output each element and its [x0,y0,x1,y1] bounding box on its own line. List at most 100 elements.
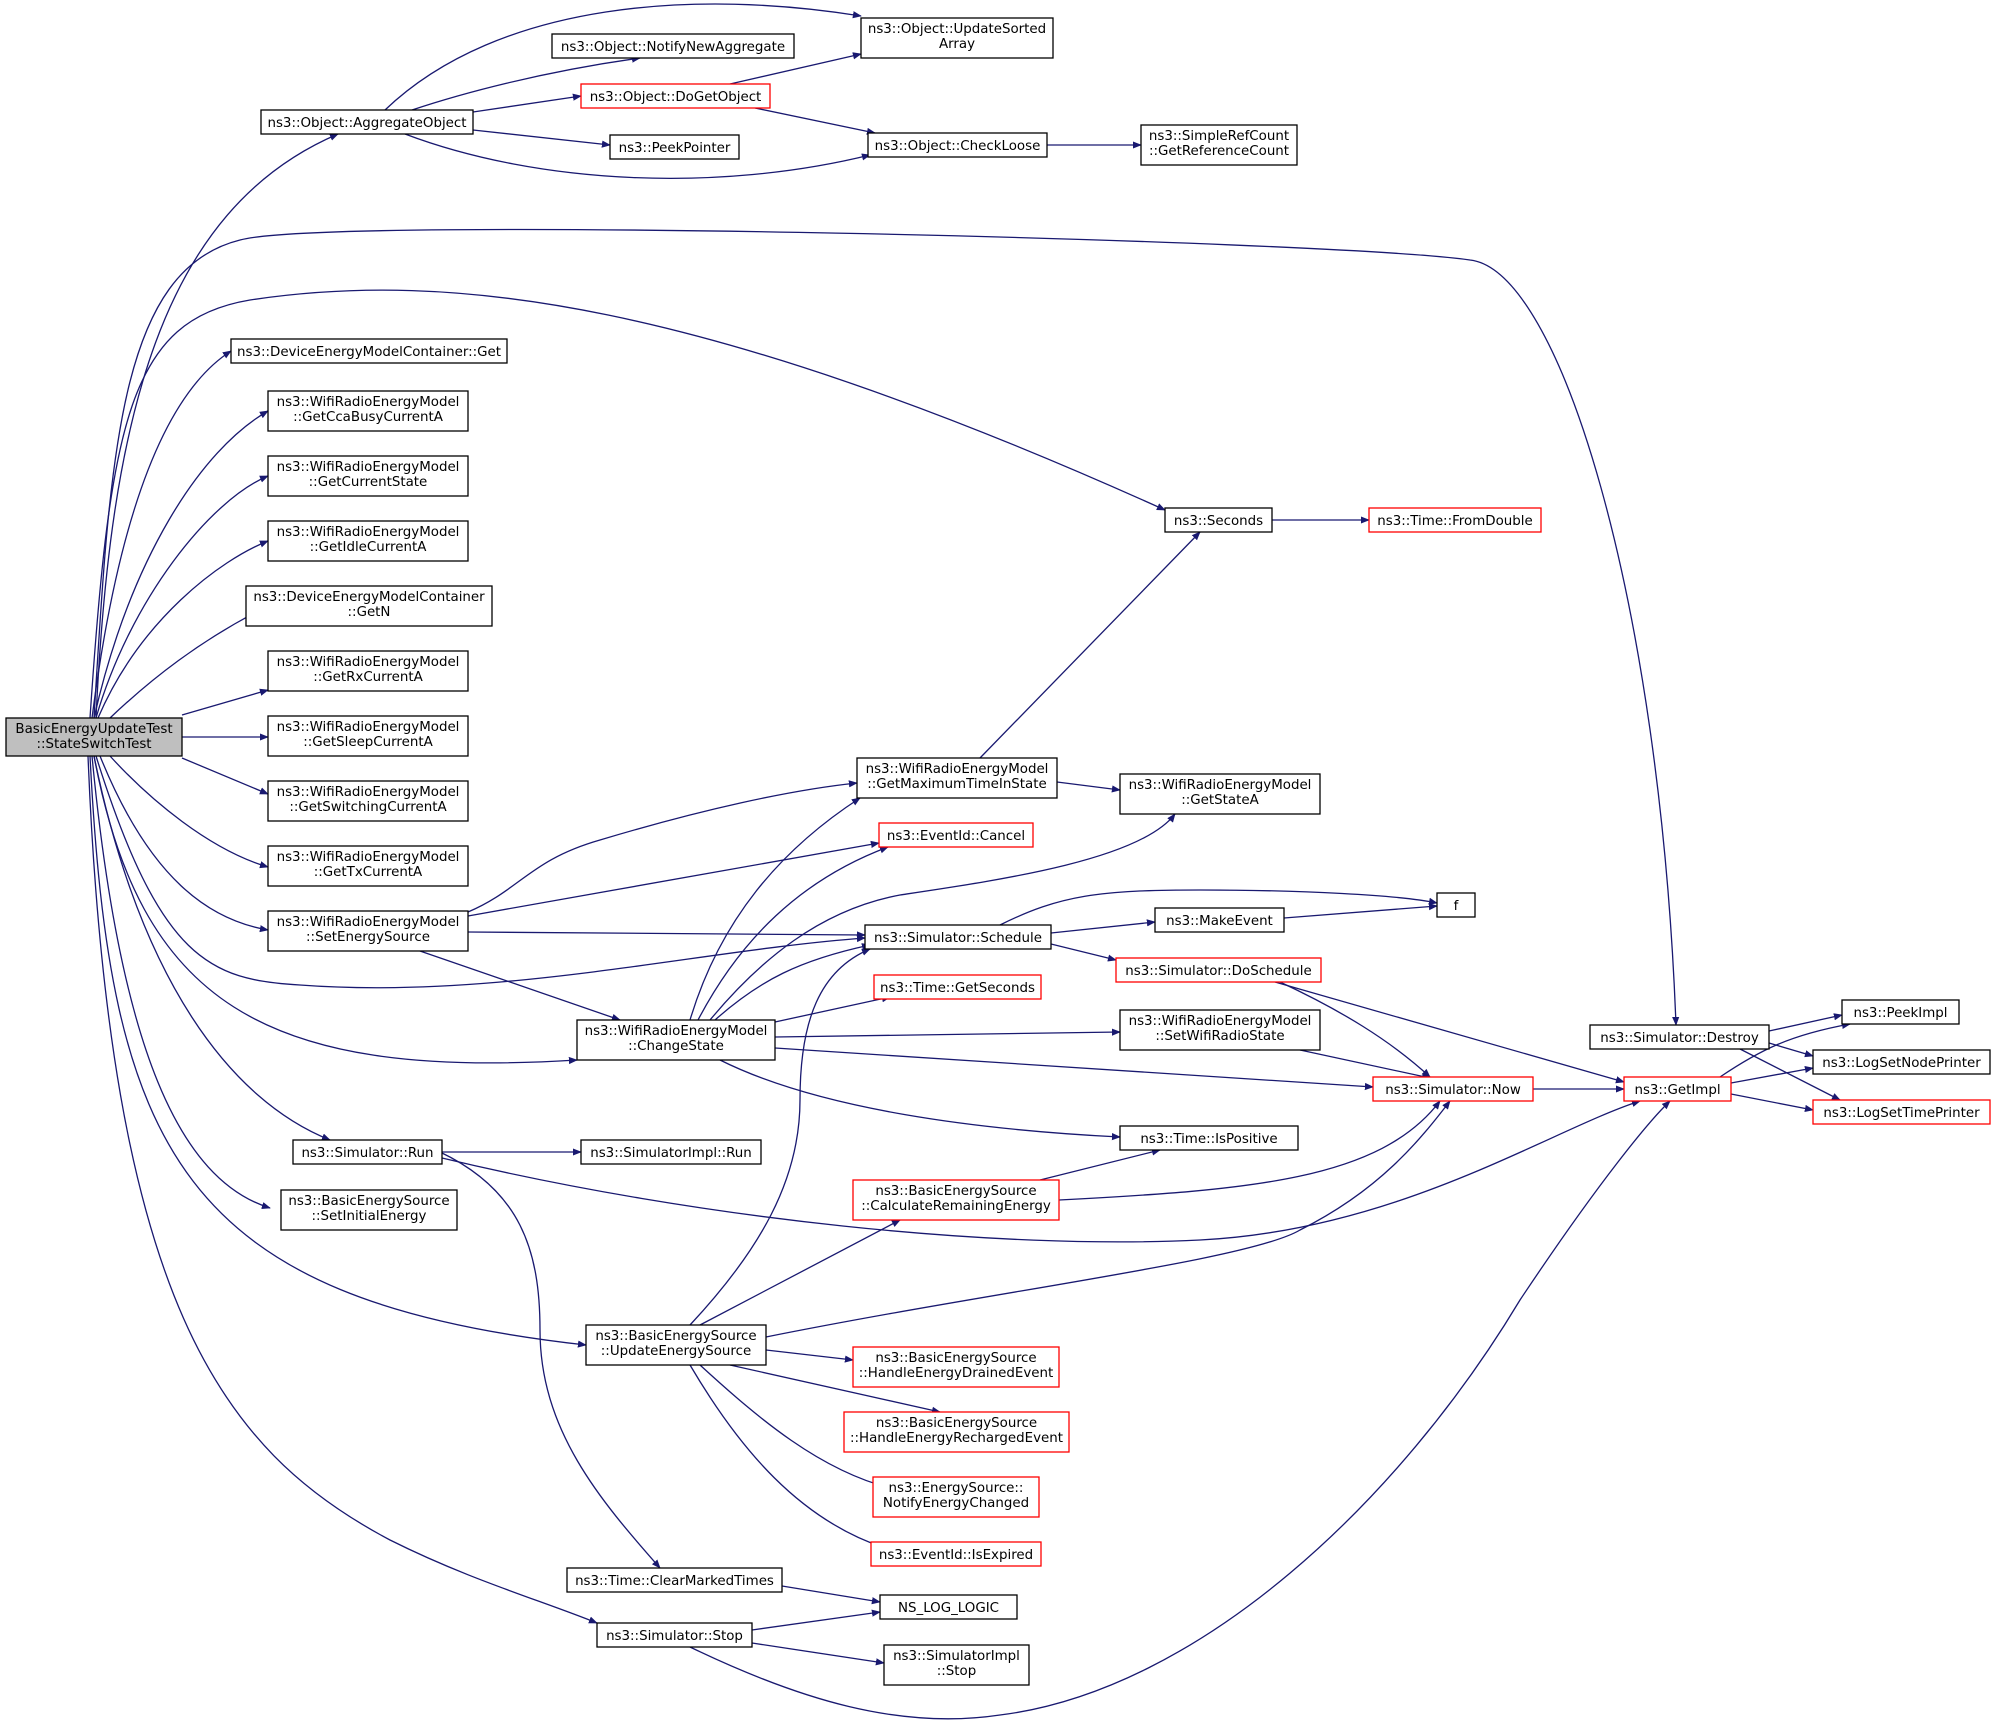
node-f[interactable]: f [1436,892,1476,918]
node-demcGetN[interactable]: ns3::DeviceEnergyModelContainer::GetN [245,585,493,627]
node-setWifiRadioState[interactable]: ns3::WifiRadioEnergyModel::SetWifiRadioS… [1119,1009,1321,1051]
node-label: ::GetCcaBusyCurrentA [293,410,444,425]
edge-simStop-to-nsLogLogic [751,1609,881,1631]
node-changeState[interactable]: ns3::WifiRadioEnergyModel::ChangeState [576,1019,776,1061]
node-getCurrentState[interactable]: ns3::WifiRadioEnergyModel::GetCurrentSta… [267,455,469,497]
node-getSleep[interactable]: ns3::WifiRadioEnergyModel::GetSleepCurre… [267,715,469,757]
edge-updateES-to-now [765,1100,1451,1338]
node-root[interactable]: BasicEnergyUpdateTest::StateSwitchTest [5,717,183,757]
node-handleRecharged[interactable]: ns3::BasicEnergySource::HandleEnergyRech… [843,1411,1070,1453]
node-makeEvent[interactable]: ns3::MakeEvent [1154,907,1285,933]
node-getSeconds[interactable]: ns3::Time::GetSeconds [873,974,1042,1000]
node-nsLogLogic[interactable]: NS_LOG_LOGIC [879,1594,1018,1620]
edge-root-to-demcGetN [109,605,269,719]
node-doSchedule[interactable]: ns3::Simulator::DoSchedule [1115,957,1322,983]
node-getSwitching[interactable]: ns3::WifiRadioEnergyModel::GetSwitchingC… [267,780,469,822]
node-label: ::GetRxCurrentA [313,670,423,685]
node-isPositive[interactable]: ns3::Time::IsPositive [1119,1125,1299,1151]
node-box [1164,507,1273,533]
node-label: ns3::BasicEnergySource [875,1351,1036,1366]
node-box [580,1139,762,1165]
node-label: ns3::Time::ClearMarkedTimes [575,1574,774,1589]
node-handleDrained[interactable]: ns3::BasicEnergySource::HandleEnergyDrai… [852,1346,1060,1388]
node-label: ns3::EventId::Cancel [887,829,1025,844]
edge-line [89,289,1166,719]
edge-line [441,1100,1641,1243]
node-label: Array [939,37,975,52]
node-getIdle[interactable]: ns3::WifiRadioEnergyModel::GetIdleCurren… [267,520,469,562]
node-seconds[interactable]: ns3::Seconds [1164,507,1273,533]
node-box [1589,1024,1770,1050]
node-label: ns3::WifiRadioEnergyModel [277,525,460,540]
node-peekPointer[interactable]: ns3::PeekPointer [609,134,740,160]
node-label: ::UpdateEnergySource [601,1344,751,1359]
node-notifyNew[interactable]: ns3::Object::NotifyNewAggregate [551,33,795,59]
node-getTx[interactable]: ns3::WifiRadioEnergyModel::GetTxCurrentA [267,845,469,887]
node-box [1119,773,1321,815]
edge-changeState-to-setWifiRadioState [774,1028,1121,1038]
node-peekImpl[interactable]: ns3::PeekImpl [1841,999,1960,1025]
node-demcGet[interactable]: ns3::DeviceEnergyModelContainer::Get [230,338,508,364]
edge-line [95,475,269,719]
node-getImpl[interactable]: ns3::GetImpl [1623,1076,1732,1102]
node-isExpired[interactable]: ns3::EventId::IsExpired [870,1541,1042,1567]
node-label: ns3::Time::GetSeconds [880,981,1035,996]
node-simImplStop[interactable]: ns3::SimulatorImpl::Stop [883,1644,1030,1686]
node-checkLoose[interactable]: ns3::Object::CheckLoose [867,132,1048,158]
node-logTime[interactable]: ns3::LogSetTimePrinter [1812,1099,1991,1125]
node-box [566,1567,783,1593]
node-setInitial[interactable]: ns3::BasicEnergySource::SetInitialEnergy [280,1189,458,1231]
edge-root-to-changeState [93,755,578,1065]
node-label: ::SetWifiRadioState [1155,1029,1284,1044]
node-label: ::GetSleepCurrentA [303,735,433,750]
edge-line [181,757,269,795]
node-schedule[interactable]: ns3::Simulator::Schedule [864,924,1052,950]
node-updateES[interactable]: ns3::BasicEnergySource::UpdateEnergySour… [585,1324,767,1366]
node-simStop[interactable]: ns3::Simulator::Stop [596,1622,753,1648]
node-aggregate[interactable]: ns3::Object::AggregateObject [260,109,474,135]
edge-line [751,1609,881,1631]
node-getRefCount[interactable]: ns3::SimpleRefCount::GetReferenceCount [1140,124,1298,166]
node-label: ns3::Time::FromDouble [1377,514,1532,529]
edge-line [709,813,1176,1021]
edge-line [754,107,876,135]
node-calcRemaining[interactable]: ns3::BasicEnergySource::CalculateRemaini… [852,1179,1060,1221]
node-label: ns3::Object::AggregateObject [267,116,466,131]
node-box [576,1019,776,1061]
edge-root-to-seconds [89,289,1166,719]
node-box [883,1644,1030,1686]
node-getRx[interactable]: ns3::WifiRadioEnergyModel::GetRxCurrentA [267,650,469,692]
node-notifyChanged[interactable]: ns3::EnergySource::NotifyEnergyChanged [872,1476,1040,1518]
node-setEnergySource[interactable]: ns3::WifiRadioEnergyModel::SetEnergySour… [267,910,469,952]
edge-line [472,93,582,113]
edge-simStop-to-getImpl [689,1100,1671,1720]
node-destroy[interactable]: ns3::Simulator::Destroy [1589,1024,1770,1050]
edge-line [1274,981,1625,1084]
node-doGetObject[interactable]: ns3::Object::DoGetObject [580,83,771,109]
node-now[interactable]: ns3::Simulator::Now [1372,1076,1534,1102]
node-getMaxTime[interactable]: ns3::WifiRadioEnergyModel::GetMaximumTim… [856,757,1058,799]
node-label: ns3::EnergySource:: [889,1481,1024,1496]
node-box [1368,507,1542,533]
node-simRun[interactable]: ns3::Simulator::Run [292,1139,443,1165]
node-getCcaBusy[interactable]: ns3::WifiRadioEnergyModel::GetCcaBusyCur… [267,390,469,432]
node-clearMarked[interactable]: ns3::Time::ClearMarkedTimes [566,1567,783,1593]
node-logNode[interactable]: ns3::LogSetNodePrinter [1812,1049,1991,1075]
edge-line [1050,919,1156,934]
node-label: ns3::WifiRadioEnergyModel [277,395,460,410]
node-getStateA[interactable]: ns3::WifiRadioEnergyModel::GetStateA [1119,773,1321,815]
node-label: ns3::Object::DoGetObject [590,90,762,105]
edge-line [699,1364,891,1490]
edge-line [95,755,866,989]
node-cancel[interactable]: ns3::EventId::Cancel [878,822,1034,848]
edge-setWifiRadioState-to-now [1299,1049,1431,1080]
node-simImplRun[interactable]: ns3::SimulatorImpl::Run [580,1139,762,1165]
edge-destroy-to-logTime [1739,1048,1841,1101]
node-fromDouble[interactable]: ns3::Time::FromDouble [1368,507,1542,533]
edge-doSchedule-to-now [1279,981,1431,1078]
node-box [872,1476,1040,1518]
edge-line [404,133,871,179]
edge-line [93,755,578,1065]
